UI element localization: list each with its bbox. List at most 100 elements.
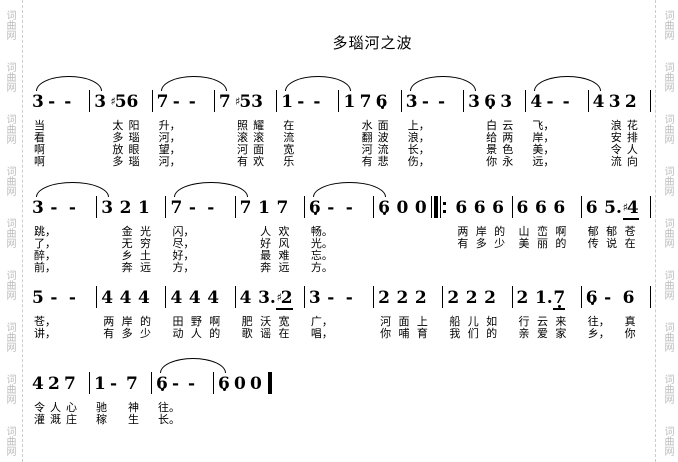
- song-title: 多瑙河之波: [332, 34, 413, 52]
- lyric-syllable: 来: [555, 315, 567, 328]
- note-value: -: [297, 92, 305, 112]
- barline: [511, 196, 513, 218]
- note: 4: [593, 92, 605, 112]
- lyric-syllable: 有: [361, 155, 373, 168]
- lyric-syllable: 望，: [158, 143, 181, 156]
- lyric-syllable: 郁: [606, 225, 618, 238]
- lyric-syllable: 动: [172, 327, 184, 340]
- lyric-syllable: 奔: [121, 261, 133, 274]
- lyric-syllable: 河: [380, 315, 392, 328]
- note: 4: [170, 288, 182, 308]
- dash-note: -: [422, 92, 429, 112]
- lyric-syllable: 欢: [253, 155, 265, 168]
- note-value: 4: [32, 374, 44, 394]
- barline: [511, 286, 513, 308]
- note-value: 7: [276, 198, 289, 218]
- lyric-syllable: 乡，: [587, 327, 610, 340]
- note: 4: [207, 288, 219, 308]
- note: 3: [468, 92, 480, 112]
- watermark-text: 词曲网: [662, 10, 673, 40]
- note: 6: [126, 92, 138, 112]
- dash-note: -: [346, 198, 353, 218]
- tie-arc: [36, 76, 103, 91]
- lyric-syllable: 醉，: [34, 249, 56, 262]
- lyric-syllable: 多: [475, 237, 487, 250]
- dash-note: -: [313, 92, 320, 112]
- dash-note: -: [172, 374, 179, 394]
- note-value: 2: [414, 288, 427, 308]
- note: 4: [189, 288, 201, 308]
- lyric-syllable: 你: [624, 327, 636, 340]
- lyric-syllable: 丽: [536, 237, 548, 250]
- watermark-text: 词曲网: [4, 270, 15, 300]
- lyric-syllable: 宽: [283, 143, 295, 156]
- note-value: -: [327, 288, 335, 308]
- sharp-sign: ♯: [622, 201, 628, 214]
- note-value: 2: [465, 288, 478, 308]
- lyric-syllable: 忘。: [310, 249, 333, 262]
- lyric-syllable: 景: [486, 143, 498, 156]
- lyric-syllable: 瑙: [128, 155, 140, 168]
- lyric-syllable: 乐: [283, 155, 295, 168]
- watermark-text: 词曲网: [662, 166, 673, 196]
- barline: [649, 286, 651, 308]
- note: 4: [120, 288, 132, 308]
- lyric-syllable: 浪，: [407, 131, 430, 144]
- note: 0: [415, 198, 427, 218]
- barline: [89, 90, 91, 112]
- barline: [525, 90, 527, 112]
- note-value: 0: [234, 374, 246, 394]
- note-value: 6: [455, 198, 468, 218]
- lyric-syllable: 真: [624, 315, 636, 328]
- note: 4: [240, 288, 252, 308]
- lyric-syllable: 生: [128, 413, 139, 426]
- note-value: -: [50, 198, 58, 218]
- note: 3: [500, 92, 512, 112]
- watermark-text: 词曲网: [4, 322, 15, 352]
- note-value: 2: [516, 288, 529, 308]
- watermark-text: 词曲网: [4, 62, 15, 92]
- lyric-syllable: 苍: [624, 225, 636, 238]
- lyric-syllable: 水: [361, 119, 373, 132]
- note-value: 3: [251, 92, 263, 112]
- lyric-syllable: 流: [610, 155, 622, 168]
- note-value: 6: [308, 198, 321, 218]
- note: 5: [32, 288, 44, 308]
- barline: [276, 90, 278, 112]
- note-value: 4: [119, 288, 132, 308]
- lyric-syllable: 说: [606, 237, 618, 250]
- note: ♯5: [235, 92, 251, 112]
- lyric-syllable: 少: [494, 237, 506, 250]
- lyric-syllable: 往。: [158, 401, 180, 414]
- lyric-syllable: 方。: [310, 261, 333, 274]
- dash-note: -: [563, 92, 570, 112]
- note-value: 6: [492, 198, 504, 218]
- note: 1: [281, 92, 293, 112]
- lyric-syllable: 光。: [310, 237, 333, 250]
- lyric-syllable: 乡: [121, 249, 133, 262]
- lyric-syllable: 了，: [34, 237, 56, 250]
- note: 6: [553, 198, 565, 218]
- lyric-syllable: 阳: [128, 119, 140, 132]
- note: 1: [94, 374, 106, 394]
- note-value: -: [327, 198, 335, 218]
- note: 3: [94, 92, 106, 112]
- note: 2: [484, 288, 496, 308]
- lyric-syllable: 溉: [50, 413, 61, 426]
- note-value: 0: [250, 374, 262, 394]
- dash-note: -: [346, 288, 353, 308]
- lyric-syllable: 上，: [407, 119, 430, 132]
- lyric-syllable: 云: [536, 315, 548, 328]
- note: 5.: [604, 198, 622, 218]
- note: 2: [397, 288, 409, 308]
- note: 6: [455, 198, 467, 218]
